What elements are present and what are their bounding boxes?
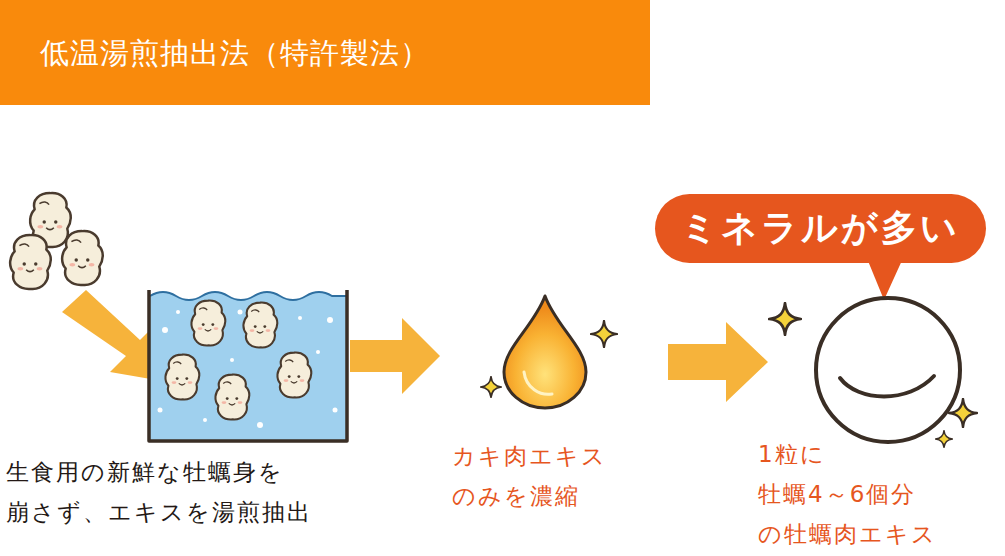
bubble-text: ミネラルが多い [681, 204, 960, 253]
title-text: 低温湯煎抽出法（特許製法） [40, 34, 430, 74]
text-line: 崩さず、エキスを湯煎抽出 [6, 492, 312, 532]
step-caption: 生食用の新鮮な牡蠣身を 崩さず、エキスを湯煎抽出 [6, 452, 312, 532]
step-caption: 1粒に 牡蠣4～6個分 の牡蠣肉エキス [758, 434, 937, 554]
text-line: カキ肉エキス [452, 436, 607, 476]
step-caption: カキ肉エキス のみを濃縮 [452, 436, 607, 516]
text-line: のみを濃縮 [452, 476, 607, 516]
speech-bubble: ミネラルが多い [655, 194, 986, 263]
text-line: 1粒に [758, 434, 937, 474]
text-line: 牡蠣4～6個分 [758, 474, 937, 514]
text-line: 生食用の新鮮な牡蠣身を [6, 452, 312, 492]
text-line: の牡蠣肉エキス [758, 514, 937, 554]
